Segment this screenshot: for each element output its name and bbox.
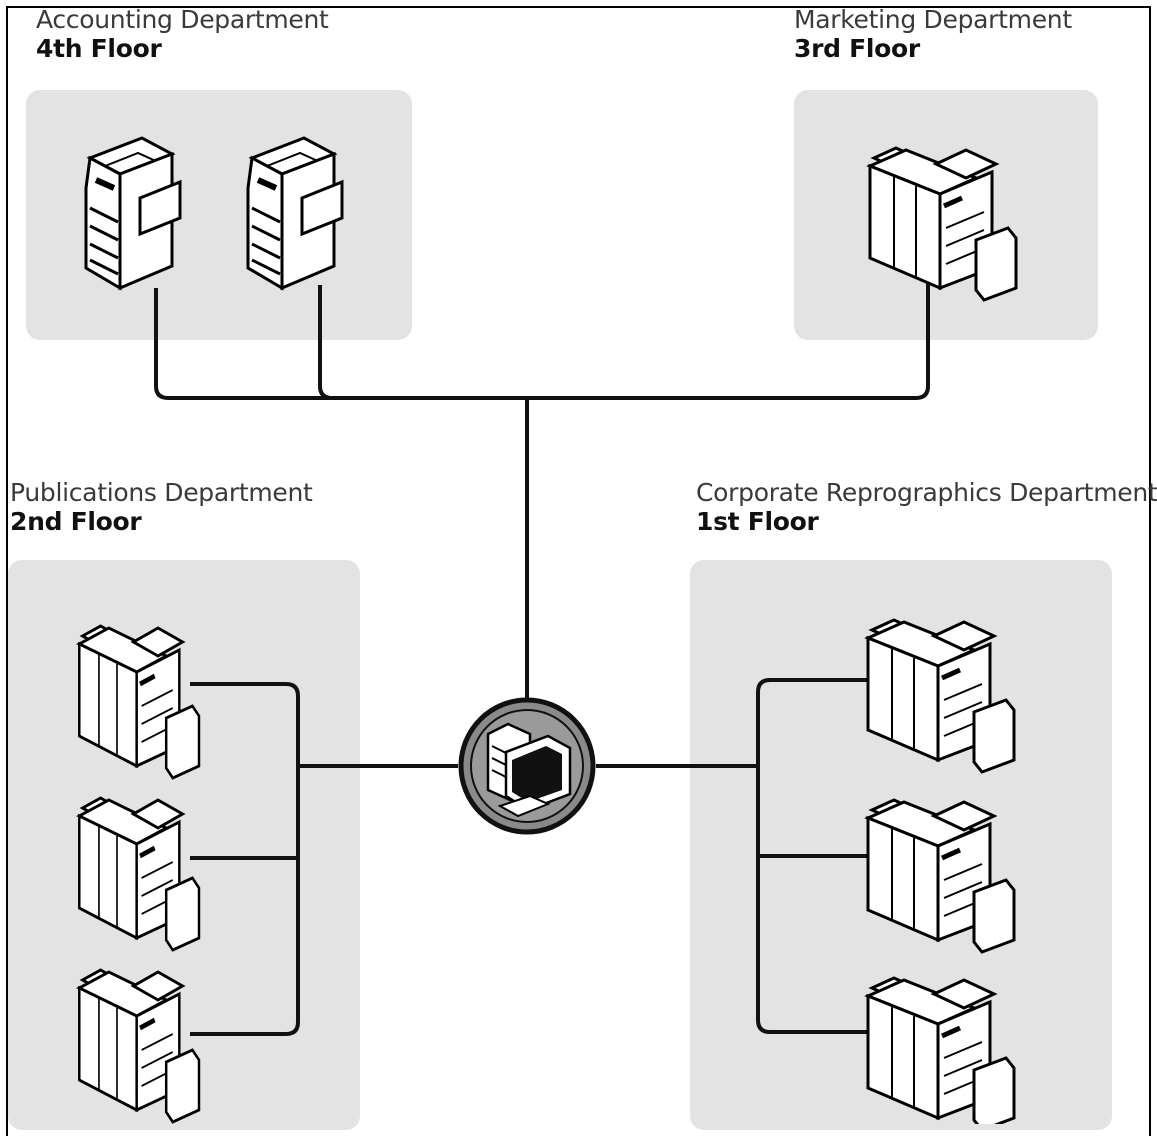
publications-zone (8, 560, 360, 1130)
production-printer-icon (868, 620, 1014, 772)
floor-label: 4th Floor (36, 33, 162, 63)
right-network-line (596, 678, 870, 1034)
left-network-line (190, 682, 458, 1036)
floor-label: 3rd Floor (794, 33, 920, 63)
production-printer-icon (868, 978, 1014, 1124)
floor-label: 2nd Floor (10, 506, 142, 536)
reprographics-label: Corporate Reprographics Department 1st F… (696, 478, 1157, 537)
department-name: Corporate Reprographics Department (696, 478, 1157, 507)
department-name: Accounting Department (36, 5, 329, 34)
marketing-label: Marketing Department 3rd Floor (794, 5, 1072, 64)
publications-label: Publications Department 2nd Floor (10, 478, 313, 537)
production-printer-icon (79, 970, 199, 1122)
production-printer-icon (870, 148, 1016, 300)
production-printer-icon (79, 626, 199, 778)
small-printer-icon (86, 138, 180, 288)
production-printer-icon (868, 800, 1014, 952)
diagram-frame (6, 6, 1151, 1136)
department-name: Publications Department (10, 478, 313, 507)
server-computer-icon (458, 697, 596, 835)
accounting-label: Accounting Department 4th Floor (36, 5, 329, 64)
floor-label: 1st Floor (696, 506, 819, 536)
department-name: Marketing Department (794, 5, 1072, 34)
top-network-line (154, 262, 930, 700)
small-printer-icon (248, 138, 342, 288)
production-printer-icon (79, 798, 199, 950)
